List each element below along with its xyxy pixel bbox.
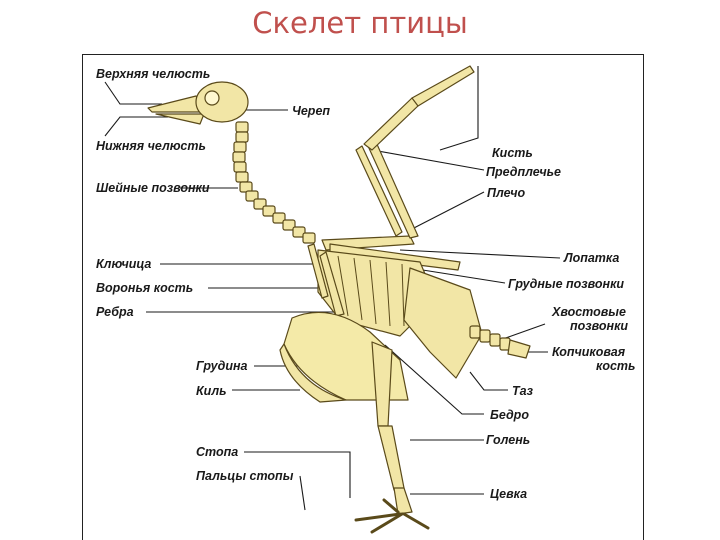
leader-toes — [300, 476, 305, 510]
lower-beak — [156, 114, 204, 124]
label-tail-vertebrae-line1: Хвостовые — [552, 305, 626, 319]
label-thoracic-vertebrae: Грудные позвонки — [508, 277, 624, 291]
skeleton — [148, 66, 530, 532]
pygostyle-shape — [508, 340, 530, 358]
label-hand: Кисть — [492, 146, 533, 160]
label-forearm: Предплечье — [486, 165, 561, 179]
eye-socket — [205, 91, 219, 105]
label-toes: Пальцы стопы — [196, 469, 293, 483]
label-foot: Стопа — [196, 445, 238, 459]
skull-shape — [196, 82, 248, 122]
leader-humerus — [410, 192, 484, 230]
label-tail-vertebrae-line2: позвонки — [570, 319, 628, 333]
label-neck-vertebrae: Шейные позвонки — [96, 181, 210, 195]
label-skull: Череп — [292, 104, 330, 118]
label-clavicle: Ключица — [96, 257, 151, 271]
femur-bone — [372, 342, 392, 426]
carpal — [364, 98, 420, 150]
label-lower-jaw: Нижняя челюсть — [96, 139, 206, 153]
leader-pelvis — [470, 372, 508, 390]
label-coracoid: Воронья кость — [96, 281, 193, 295]
label-humerus: Плечо — [487, 186, 525, 200]
leader-forearm — [372, 150, 484, 170]
tail-vertebrae-shapes — [470, 326, 510, 350]
hand-bones — [412, 66, 474, 106]
label-tibia: Голень — [486, 433, 530, 447]
label-sternum: Грудина — [196, 359, 248, 373]
toe-bones — [356, 500, 428, 532]
label-pelvis: Таз — [512, 384, 533, 398]
label-femur: Бедро — [490, 408, 529, 422]
label-scapula: Лопатка — [564, 251, 619, 265]
label-tarsometatarsus: Цевка — [490, 487, 527, 501]
label-keel: Киль — [196, 384, 227, 398]
label-ribs: Ребра — [96, 305, 134, 319]
label-pygostyle-line1: Копчиковая — [552, 345, 625, 359]
leader-lower-jaw — [105, 117, 168, 136]
label-pygostyle-line2: кость — [596, 359, 635, 373]
pelvis-shape — [404, 268, 482, 378]
leader-upper-jaw — [105, 82, 162, 104]
tibia-bone — [378, 426, 404, 490]
label-upper-jaw: Верхняя челюсть — [96, 67, 210, 81]
neck-vertebrae-shapes — [233, 122, 315, 243]
